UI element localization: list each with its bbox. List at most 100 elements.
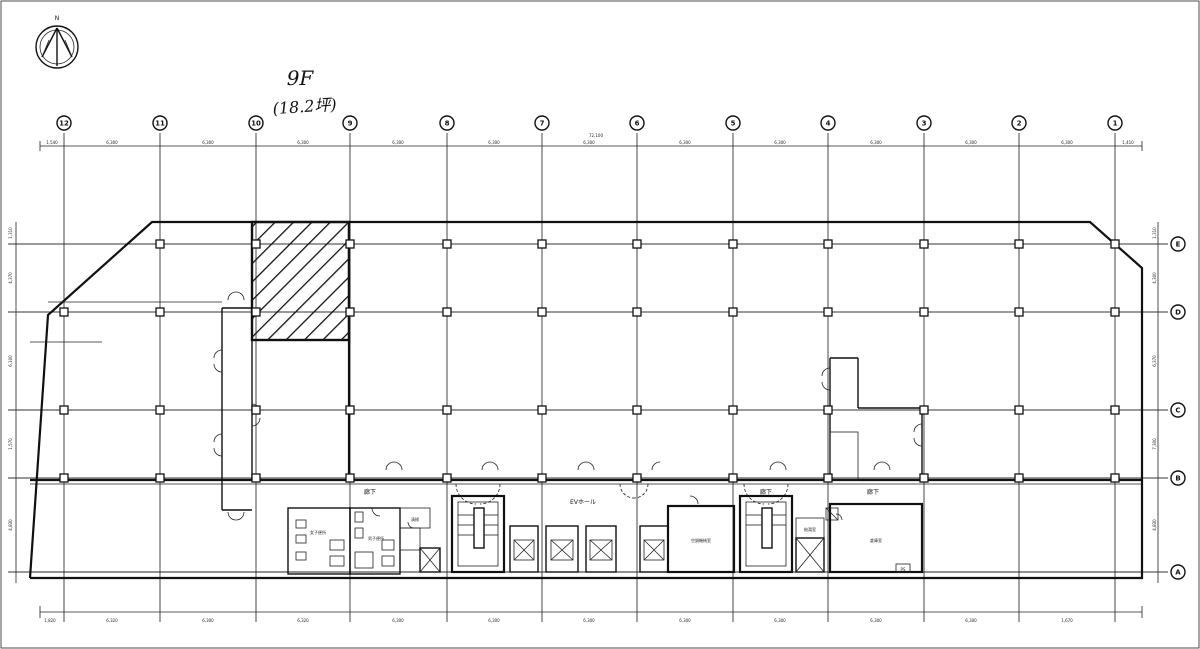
structural-column: [1014, 405, 1024, 415]
womens-toilet-room: [287, 507, 351, 575]
structural-column: [442, 473, 452, 483]
elevator-hall-label: EVホール: [570, 499, 596, 506]
structural-column: [823, 473, 833, 483]
machine-room: [666, 504, 736, 574]
grid-bubble-label: 5: [731, 120, 736, 128]
structural-column: [59, 473, 69, 483]
grid-bubble-label: 8: [445, 120, 450, 128]
structural-column: [632, 239, 642, 249]
water-room-label: 給湯室: [804, 526, 816, 532]
structural-column: [537, 473, 547, 483]
structural-column: [155, 405, 165, 415]
structural-column: [632, 473, 642, 483]
top-dimension: 1,540: [46, 140, 58, 145]
top-dimension: 6,300: [774, 140, 786, 145]
top-dimension: 6,300: [106, 140, 118, 145]
structural-column: [919, 405, 929, 415]
structural-column: [59, 405, 69, 415]
structural-column: [1110, 239, 1120, 249]
service-core: [287, 494, 924, 575]
overall-dimension: 72,100: [589, 133, 603, 138]
structural-column: [345, 405, 355, 415]
grid-bubble-label: 9: [348, 120, 353, 128]
structural-column: [632, 405, 642, 415]
structural-grid: [8, 133, 1168, 622]
grid-bubble-11: [152, 115, 168, 131]
ps-label: PS: [901, 567, 906, 572]
structural-column: [823, 239, 833, 249]
structural-column: [251, 307, 261, 317]
leased-area-hatched: [250, 220, 351, 342]
bottom-dimension: 1,670: [1061, 618, 1073, 623]
north-arrow-icon: [35, 25, 79, 69]
corridor-label-mid: 廊下: [760, 488, 772, 496]
ev-hall-dashed-doors: [455, 483, 789, 505]
grid-bubble-D: [1170, 304, 1186, 320]
bottom-dimension: 6,300: [202, 618, 214, 623]
bottom-dimension: 6,300: [488, 618, 500, 623]
top-dimension: 6,300: [679, 140, 691, 145]
grid-bubble-label: 1: [1113, 120, 1118, 128]
grid-bubble-label: D: [1175, 309, 1181, 317]
grid-bubble-label: 3: [922, 120, 927, 128]
structural-columns: [59, 239, 1120, 483]
grid-bubble-9: [342, 115, 358, 131]
grid-bubble-3: [916, 115, 932, 131]
storage-label: 倉庫室: [870, 537, 882, 543]
top-dimension: 6,300: [1061, 140, 1073, 145]
structural-column: [1110, 473, 1120, 483]
top-dimension: 1,410: [1122, 140, 1134, 145]
grid-bubble-1: [1107, 115, 1123, 131]
top-dimension: 6,300: [870, 140, 882, 145]
left-dimension: 6,100: [8, 355, 13, 367]
structural-column: [537, 405, 547, 415]
structural-column: [251, 239, 261, 249]
top-dimension: 6,300: [583, 140, 595, 145]
top-dimension: 6,300: [297, 140, 309, 145]
mens-toilet-room: [349, 507, 401, 575]
bottom-dimension: 1,820: [44, 618, 56, 623]
top-dimension: 6,300: [392, 140, 404, 145]
area-annotation: (18.2坪): [272, 95, 337, 118]
structural-column: [251, 405, 261, 415]
structural-column: [345, 239, 355, 249]
structural-column: [442, 405, 452, 415]
structural-column: [728, 239, 738, 249]
grid-bubble-E: [1170, 236, 1186, 252]
right-dimension: 4,300: [1152, 272, 1157, 284]
structural-column: [728, 307, 738, 317]
structural-column: [919, 307, 929, 317]
top-dimension: 6,300: [965, 140, 977, 145]
doors: [213, 291, 923, 529]
floor-annotation: 9F: [287, 66, 315, 90]
grid-bubble-label: C: [1175, 407, 1180, 415]
structural-column: [537, 239, 547, 249]
left-dimension: 4,830: [8, 519, 13, 531]
structural-column: [155, 239, 165, 249]
bottom-dimension: 6,300: [679, 618, 691, 623]
bottom-dimension: 6,300: [774, 618, 786, 623]
left-dimension: 4,370: [8, 272, 13, 284]
bottom-dimension: 6,300: [965, 618, 977, 623]
left-dimension: 1,570: [8, 438, 13, 450]
corridor-label-right: 廊下: [867, 488, 879, 496]
structural-column: [251, 473, 261, 483]
building-outline: [28, 220, 1144, 580]
womens-toilet-label: 女子便所: [310, 529, 326, 535]
top-dimension-labels: 1,540 6,300 6,300 6,300 6,300 6,300 6,300 6,300…: [46, 140, 1134, 145]
structural-column: [1014, 473, 1024, 483]
right-dimension: 4,830: [1152, 519, 1157, 531]
grid-bubble-label: 12: [59, 120, 69, 128]
structural-column: [442, 307, 452, 317]
janitor-label: 清掃: [411, 516, 419, 522]
grid-bubble-label: 11: [155, 120, 165, 128]
north-label: N: [55, 15, 60, 22]
grid-bubble-label: E: [1176, 241, 1181, 249]
mens-toilet-label: 男子便所: [368, 535, 384, 541]
grid-bubble-5: [725, 115, 741, 131]
grid-bubble-label: 2: [1017, 120, 1022, 128]
structural-column: [155, 473, 165, 483]
